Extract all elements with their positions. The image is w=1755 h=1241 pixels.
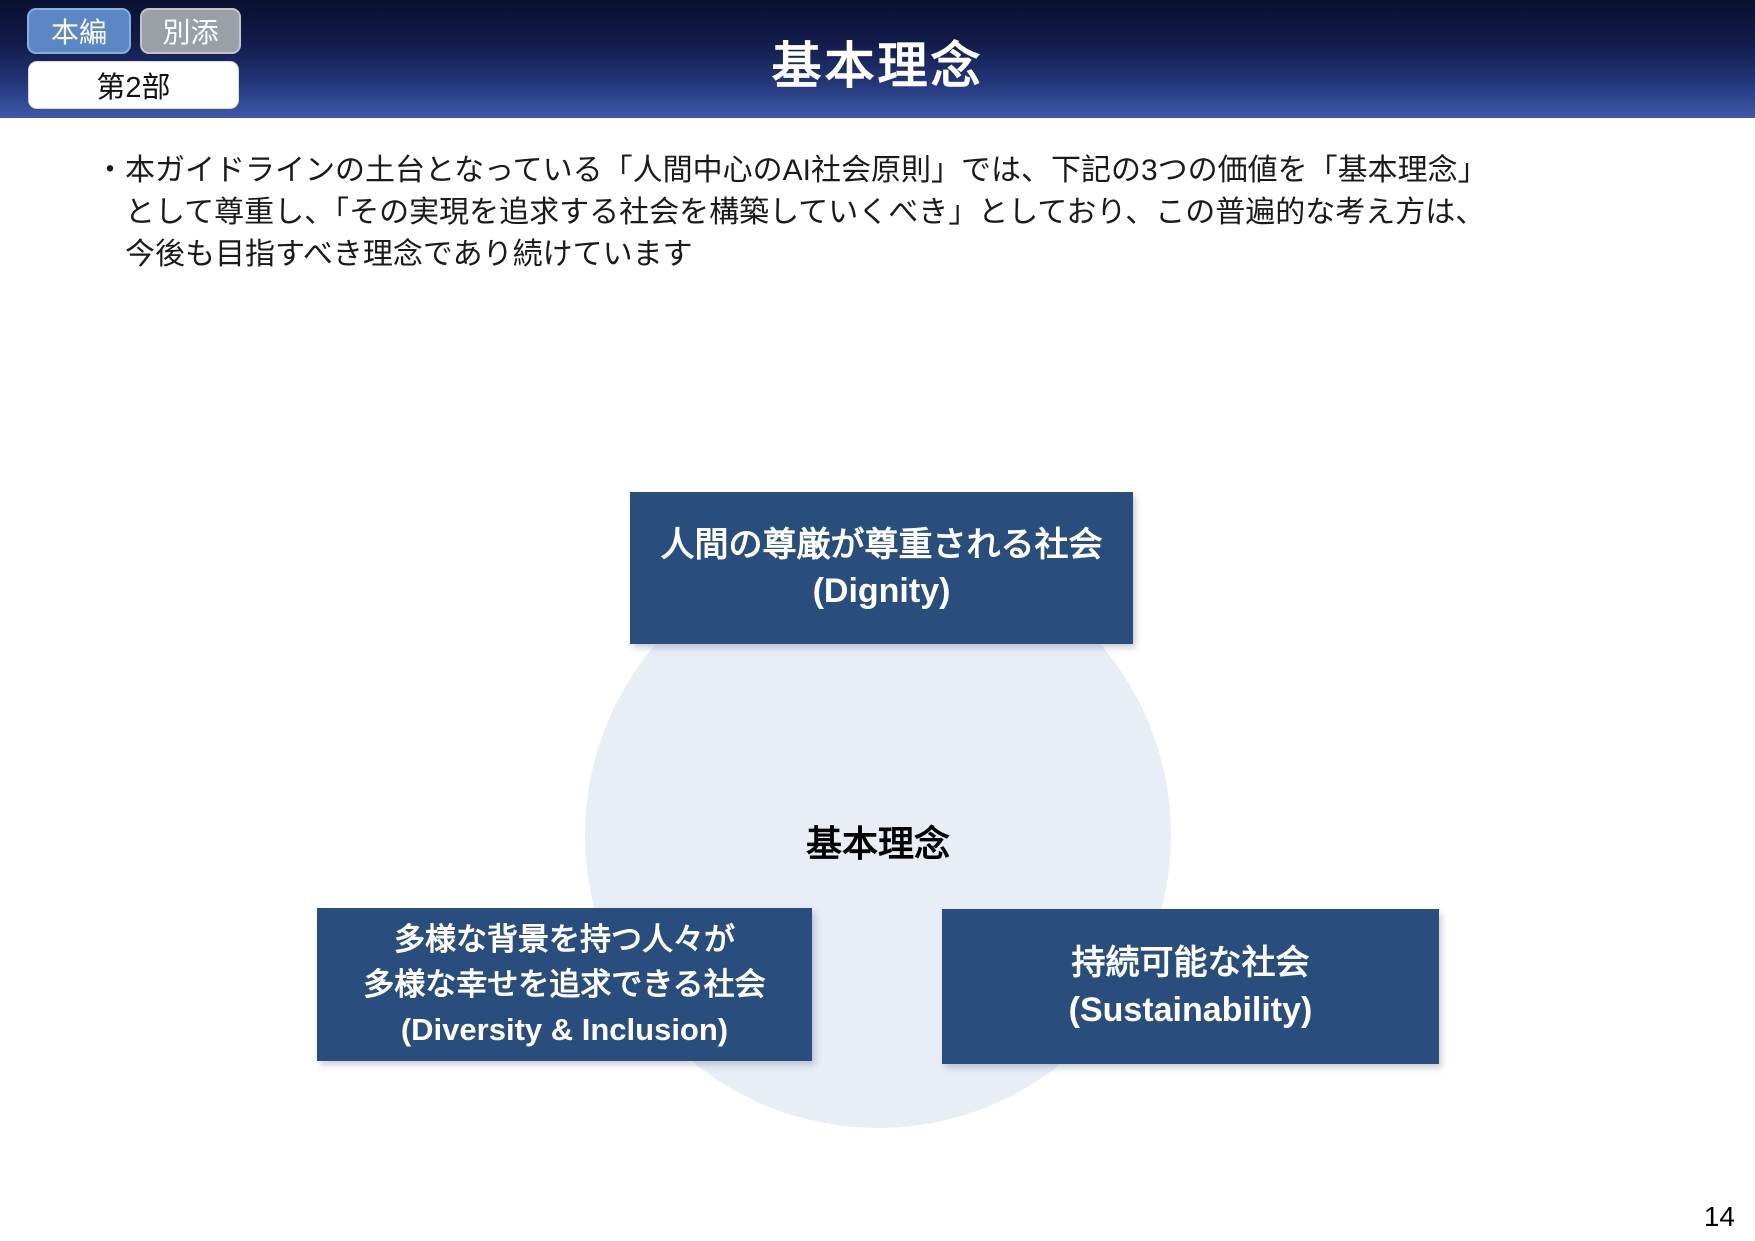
intro-text: 本ガイドラインの土台となっている「人間中心のAI社会原則」では、下記の3つの価値… [125, 154, 1488, 271]
page-title: 基本理念 [771, 38, 984, 94]
diversity-line1: 多様な背景を持つ人々が [394, 922, 735, 957]
main-edition-button[interactable]: 本編 [27, 8, 131, 54]
dignity-box: 人間の尊厳が尊重される社会 (Dignity) [630, 492, 1133, 644]
attachment-button[interactable]: 別添 [140, 8, 241, 54]
dignity-line2: (Dignity) [812, 572, 951, 610]
diversity-inclusion-box: 多様な背景を持つ人々が 多様な幸せを追求できる社会 (Diversity & I… [317, 908, 812, 1061]
bullet-marker: ・ [95, 154, 125, 187]
sustainability-line1: 持続可能な社会 [1071, 943, 1310, 982]
dignity-line1: 人間の尊厳が尊重される社会 [660, 526, 1103, 564]
header-banner: 本編 別添 第2部 基本理念 [0, 0, 1755, 118]
sustainability-line2: (Sustainability) [1068, 990, 1313, 1029]
page-number: 14 [1703, 1201, 1735, 1232]
diversity-line3: (Diversity & Inclusion) [400, 1012, 729, 1047]
part2-button[interactable]: 第2部 [28, 61, 239, 109]
sustainability-box: 持続可能な社会 (Sustainability) [942, 909, 1439, 1064]
intro-paragraph: ・ 本ガイドラインの土台となっている「人間中心のAI社会原則」では、下記の3つの… [95, 150, 1500, 276]
diversity-line2: 多様な幸せを追求できる社会 [363, 967, 766, 1002]
circle-center-label: 基本理念 [805, 823, 950, 864]
